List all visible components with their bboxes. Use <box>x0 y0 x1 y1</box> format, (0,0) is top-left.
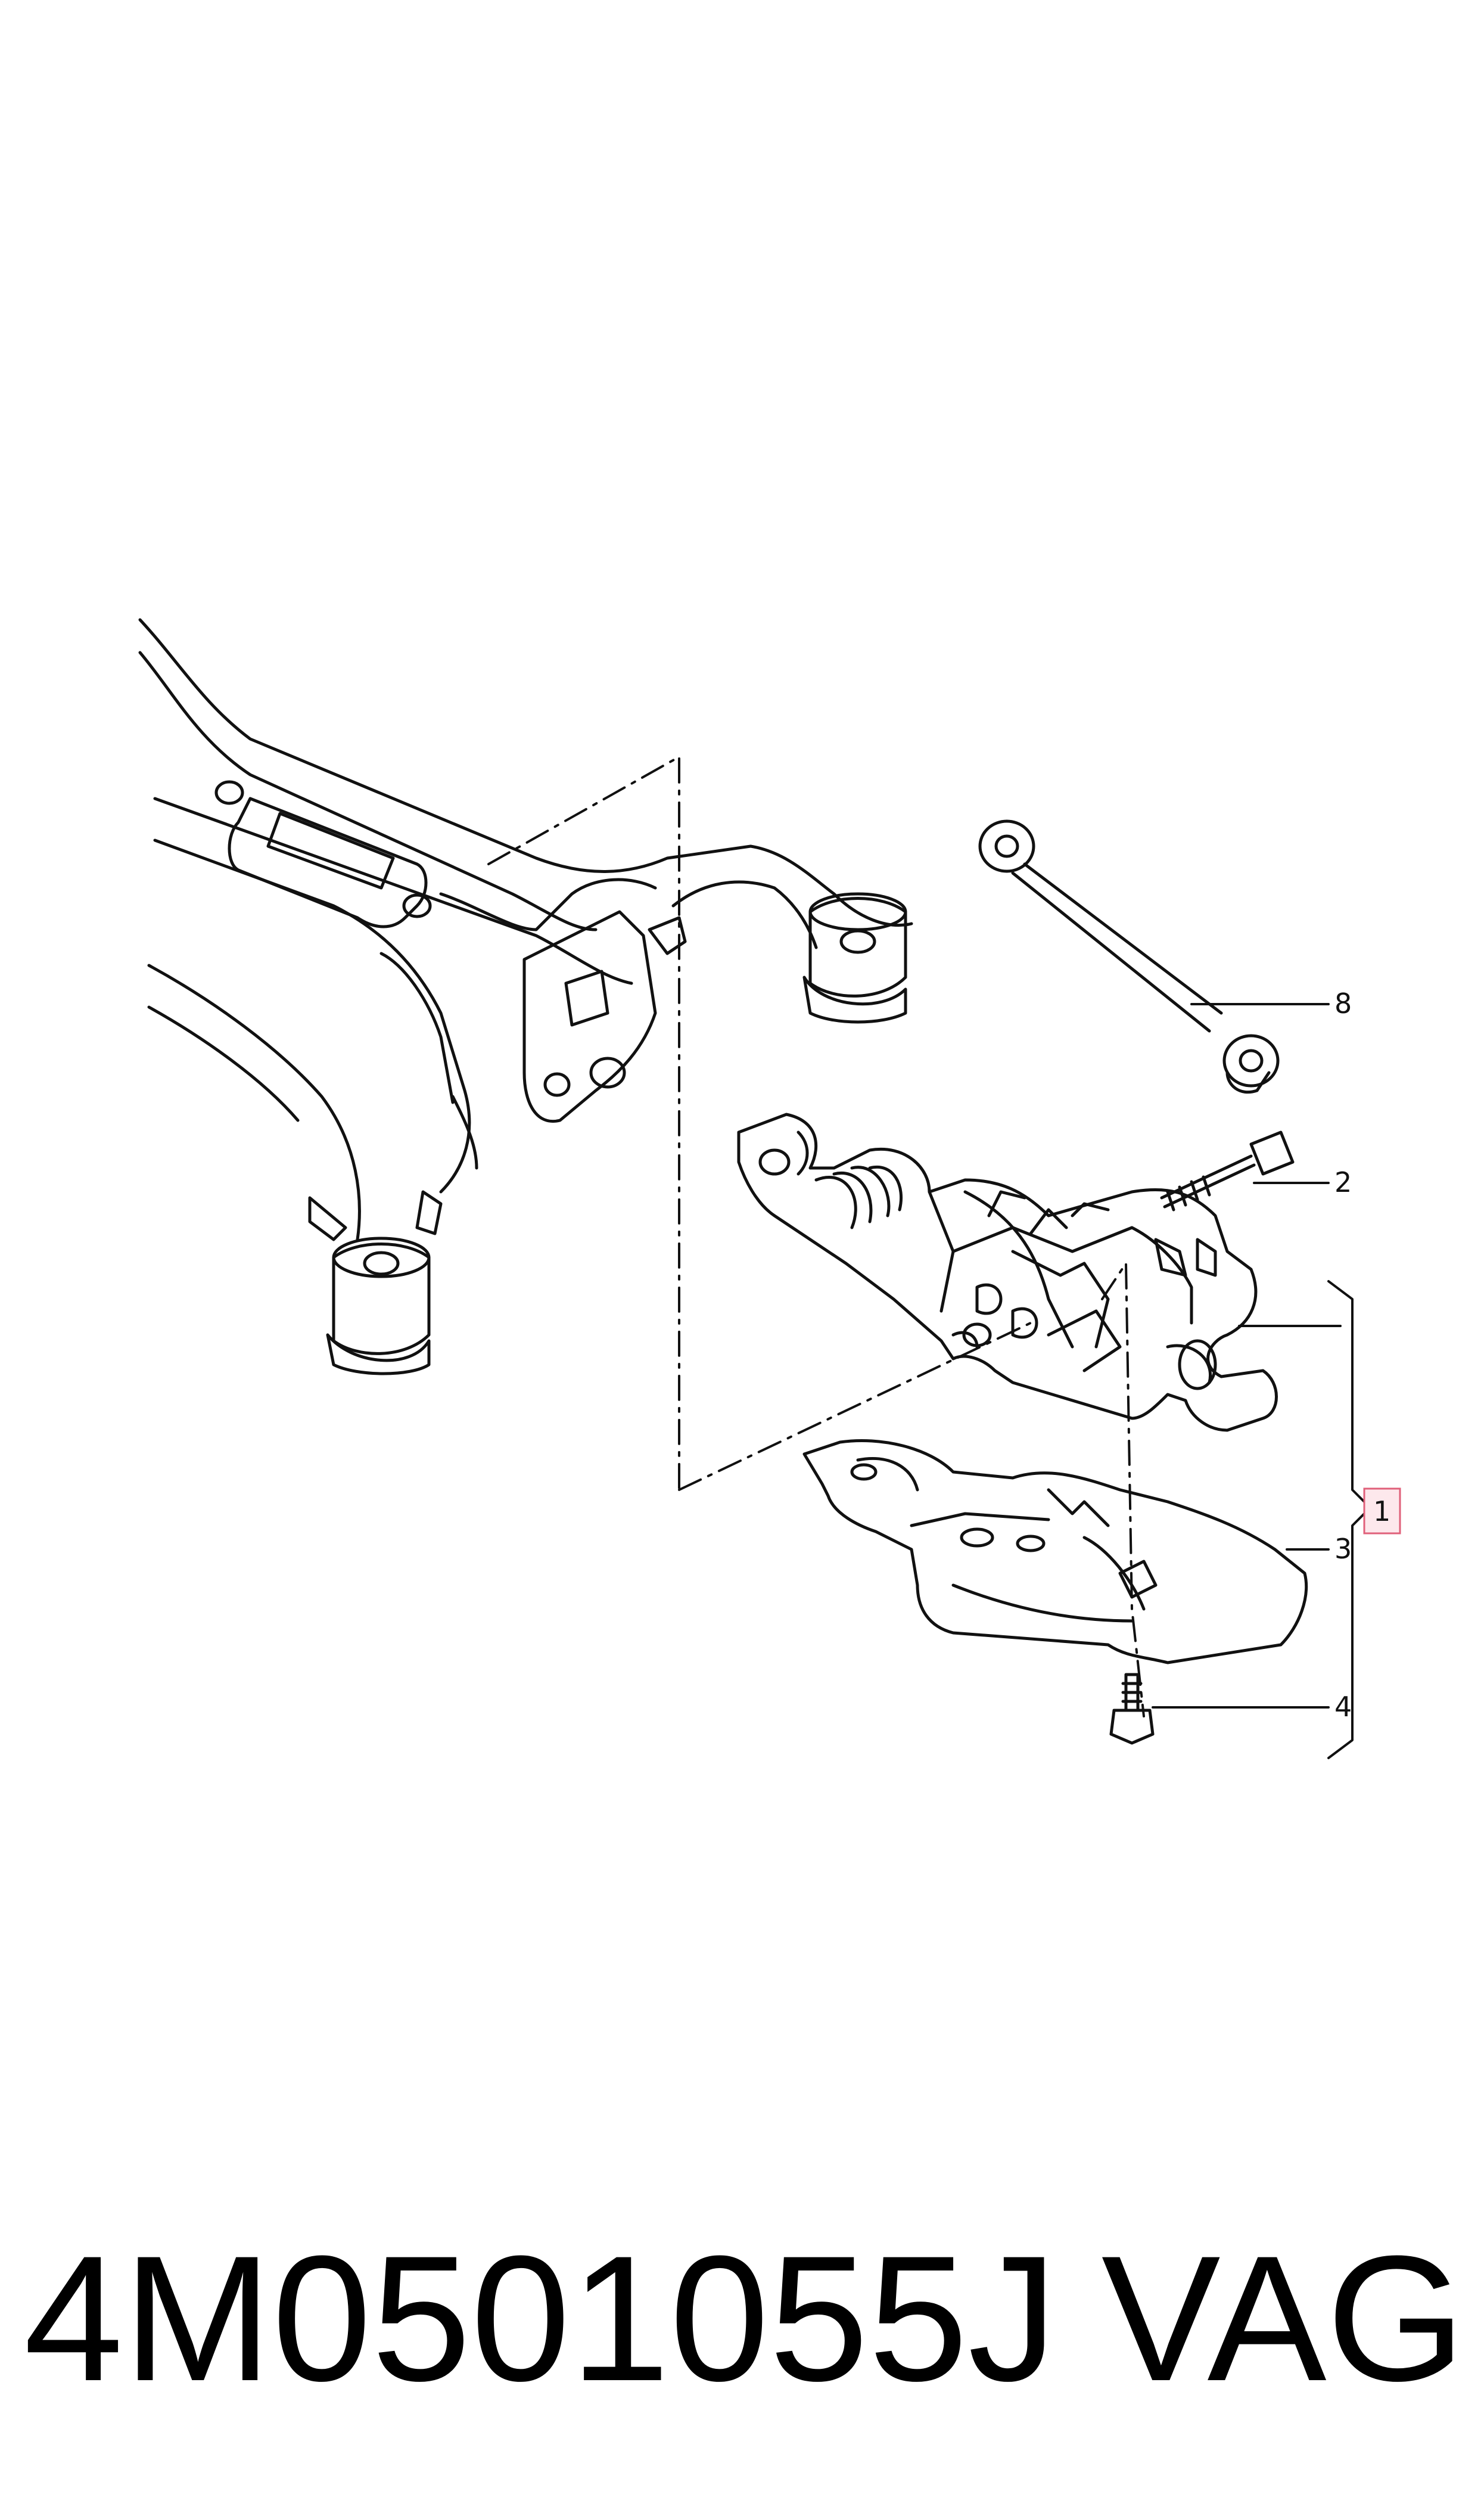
brand-label: VAG <box>1101 2218 1466 2418</box>
shield-screw <box>1109 1673 1155 1745</box>
differential-housing <box>737 1113 1278 1432</box>
callout-4: 4 <box>1334 1691 1352 1723</box>
part-number: 4M0501055J <box>24 2218 1057 2418</box>
mounting-bolt <box>1160 1130 1295 1212</box>
callout-labels: 8 2 1 3 4 <box>1334 987 1401 1723</box>
part-caption: 4M0501055J VAG <box>24 2217 1466 2419</box>
callout-1-highlight-box <box>1363 1487 1401 1535</box>
callout-3: 3 <box>1334 1533 1352 1565</box>
callout-2: 2 <box>1334 1166 1352 1198</box>
callout-8: 8 <box>1334 987 1352 1020</box>
assembly-leader-lines <box>487 756 1145 1717</box>
heat-shield <box>802 1439 1308 1664</box>
callout-1: 1 <box>1373 1495 1390 1527</box>
trailing-link <box>978 819 1280 1094</box>
rear-subframe <box>138 618 913 1375</box>
